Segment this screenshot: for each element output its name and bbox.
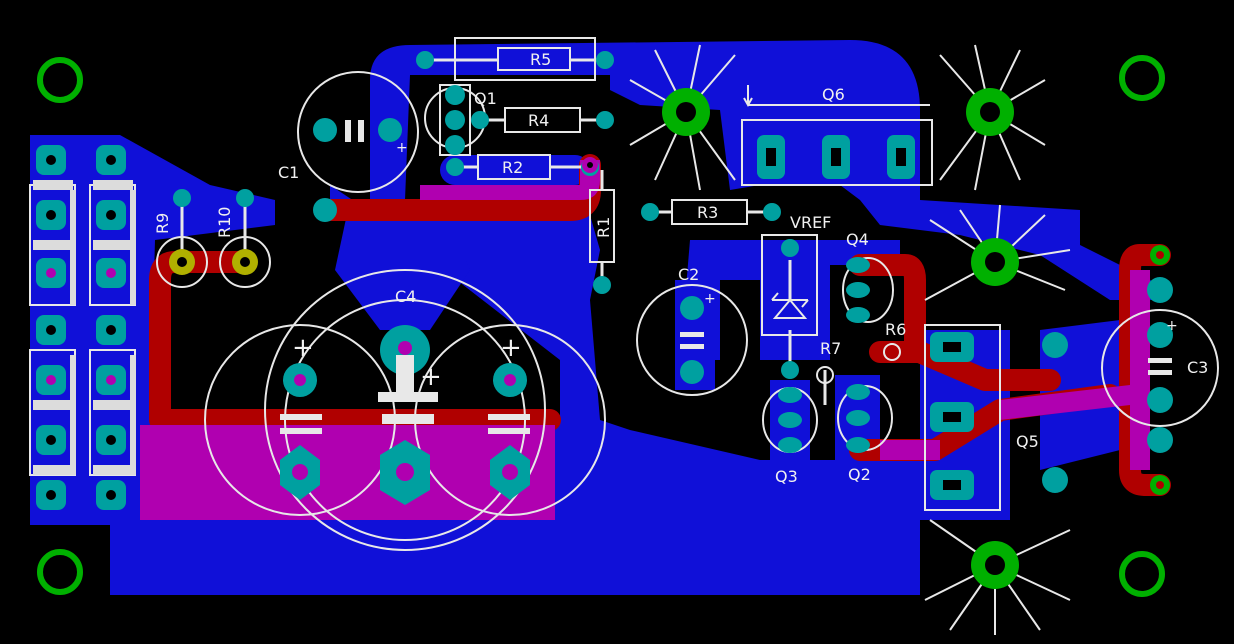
mount-hole-bl bbox=[37, 549, 83, 595]
label-r5: R5 bbox=[530, 50, 551, 69]
heatsink-q6-right bbox=[939, 44, 1046, 191]
c1-outline bbox=[297, 71, 419, 193]
pads bbox=[36, 51, 1173, 589]
label-r3: R3 bbox=[697, 203, 718, 222]
q6-arrow bbox=[743, 85, 930, 108]
plus-c1: + bbox=[396, 140, 408, 156]
heatsink-q6-left bbox=[629, 44, 736, 191]
red-trace-q4 bbox=[849, 254, 1061, 391]
label-q1: Q1 bbox=[474, 89, 497, 108]
cap-symbols bbox=[345, 120, 1172, 375]
label-q5: Q5 bbox=[1016, 432, 1039, 451]
label-c2: C2 bbox=[678, 265, 699, 284]
label-r6: R6 bbox=[885, 320, 906, 339]
overlap-q5 bbox=[1000, 385, 1130, 420]
label-r2: R2 bbox=[502, 158, 523, 177]
plus-c4-left: + bbox=[292, 333, 314, 363]
label-vref: VREF bbox=[790, 213, 831, 232]
plus-c4-mid: + bbox=[420, 362, 442, 392]
label-c1: C1 bbox=[278, 163, 299, 182]
label-r10: R10 bbox=[215, 207, 234, 238]
label-r4: R4 bbox=[528, 111, 549, 130]
q6-body-outline bbox=[741, 119, 933, 186]
label-q4: Q4 bbox=[846, 230, 869, 249]
plus-c2: + bbox=[704, 291, 716, 307]
resistor-leads bbox=[180, 58, 827, 405]
label-r9: R9 bbox=[153, 213, 172, 234]
mounting-holes bbox=[37, 55, 1165, 597]
heatsink-q5-bottom bbox=[924, 519, 1071, 635]
label-q2: Q2 bbox=[848, 465, 871, 484]
c3-outline bbox=[1101, 309, 1219, 427]
mount-hole-tr bbox=[1119, 55, 1165, 101]
c4-outline-mid bbox=[264, 269, 546, 551]
plus-c3: + bbox=[1166, 318, 1178, 334]
overlap-r2 bbox=[420, 160, 600, 200]
ground-funnel bbox=[335, 200, 470, 330]
heatsink-q5-top bbox=[924, 204, 1071, 301]
label-c3: C3 bbox=[1187, 358, 1208, 377]
mount-hole-tl bbox=[37, 57, 83, 103]
label-c4: C4 bbox=[395, 287, 416, 306]
plus-c4-right: + bbox=[500, 333, 522, 363]
polarity-marks: + + + + + + bbox=[292, 140, 1178, 392]
mount-hole-br bbox=[1119, 551, 1165, 597]
label-r1: R1 bbox=[594, 217, 613, 238]
c2-outline bbox=[636, 284, 748, 396]
label-r7: R7 bbox=[820, 339, 841, 358]
label-q3: Q3 bbox=[775, 467, 798, 486]
overlap-q2 bbox=[880, 440, 940, 460]
q4-outline bbox=[842, 257, 894, 323]
connector-bars bbox=[33, 180, 136, 475]
label-q6: Q6 bbox=[822, 85, 845, 104]
designators: R5 Q1 R4 Q6 R2 C1 R9 R10 R1 R3 VREF Q4 C… bbox=[153, 50, 1208, 486]
